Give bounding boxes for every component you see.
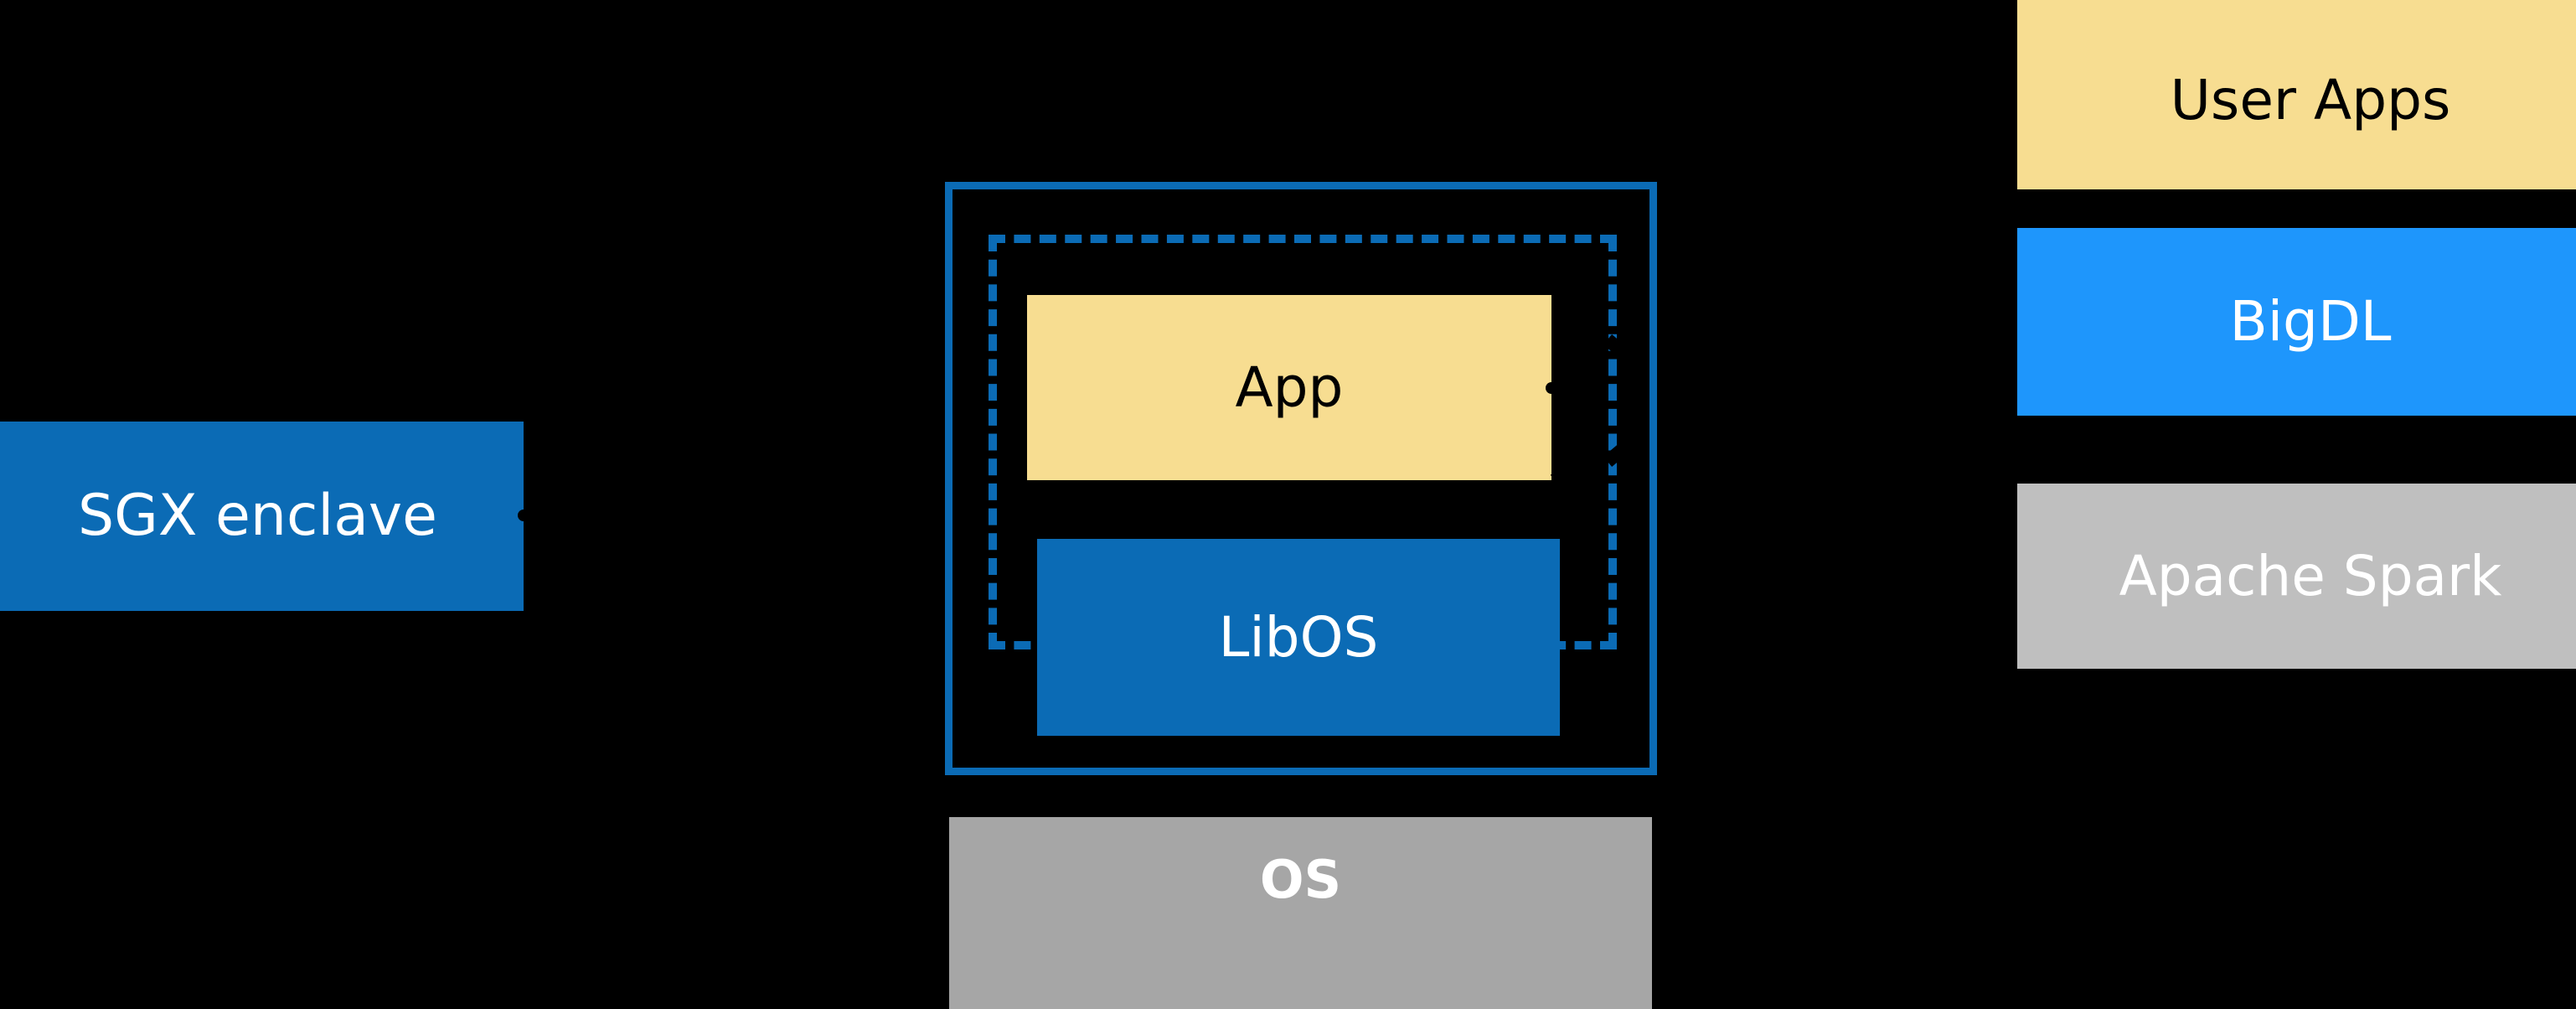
bigdl-box: BigDL xyxy=(2017,228,2576,416)
sgx-connector-dot xyxy=(518,510,529,521)
app-label: App xyxy=(1235,354,1344,420)
os-label: OS xyxy=(1259,849,1342,910)
app-box: App xyxy=(1027,295,1551,480)
os-box: OS xyxy=(949,817,1652,1009)
enclave-boundary-frame xyxy=(945,182,1657,775)
user-apps-label: User Apps xyxy=(2170,67,2451,132)
libos-label: LibOS xyxy=(1218,604,1379,670)
apache-spark-label: Apache Spark xyxy=(2119,543,2502,608)
sgx-enclave-box: SGX enclave xyxy=(0,422,524,611)
user-apps-box: User Apps xyxy=(2017,0,2576,189)
apache-spark-box: Apache Spark xyxy=(2017,484,2576,669)
bigdl-label: BigDL xyxy=(2229,289,2392,354)
libos-box: LibOS xyxy=(1037,539,1560,736)
sgx-enclave-label: SGX enclave xyxy=(77,483,438,550)
